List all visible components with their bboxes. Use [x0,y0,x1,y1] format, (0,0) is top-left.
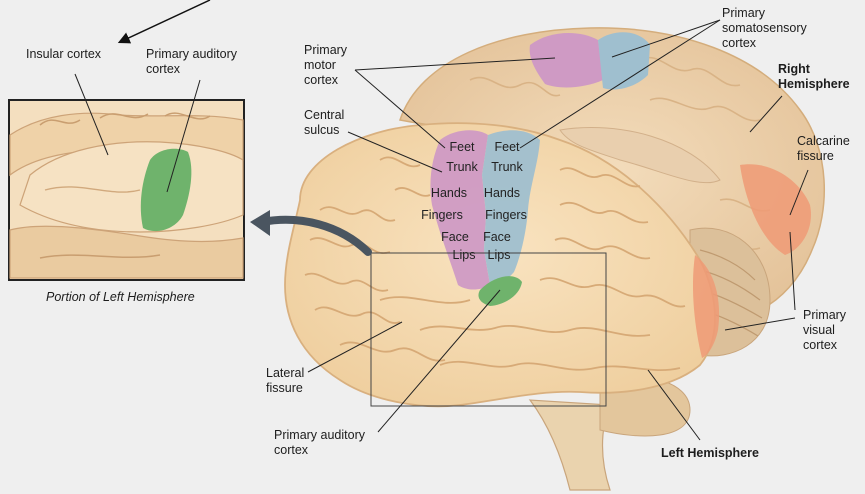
left-visual-region [692,255,720,358]
motor-region-feet: Feet [449,140,475,154]
right-somatosensory-region [598,32,650,90]
label-primary-auditory-inset: Primary auditory cortex [146,47,237,76]
sensory-region-face: Face [483,230,511,244]
sensory-region-feet: Feet [494,140,520,154]
sensory-region-trunk: Trunk [491,160,523,174]
left-hemisphere-gyri [304,156,686,372]
label-insular-cortex: Insular cortex [26,47,102,61]
label-calcarine-fissure: Calcarine fissure [797,134,850,163]
auditory-region [478,276,522,306]
zoom-arrow [258,215,372,256]
motor-region-lips: Lips [452,248,476,262]
motor-region-trunk: Trunk [446,160,478,174]
sensory-region-fingers: Fingers [485,208,527,222]
label-primary-visual-cortex: Primary visual cortex [803,308,847,352]
label-primary-auditory-main: Primary auditory cortex [274,428,365,457]
label-left-hemisphere: Left Hemisphere [661,446,759,460]
motor-region-face: Face [441,230,469,244]
motor-region-fingers: Fingers [421,208,463,222]
inset-source-box [370,252,607,407]
motor-region-hands: Hands [430,186,468,200]
calcarine-region [740,164,811,255]
sensory-region-lips: Lips [487,248,511,262]
motor-strip [430,130,490,290]
inset-auditory-region [140,148,192,232]
sensory-region-hands: Hands [483,186,521,200]
label-primary-motor-cortex: Primary motor cortex [304,43,348,87]
brainstem-shape [528,399,611,491]
right-motor-region [529,33,603,88]
label-right-hemisphere: Right Hemisphere [778,62,850,91]
caption-portion-left-hemisphere: Portion of Left Hemisphere [46,290,195,304]
label-central-sulcus: Central sulcus [304,108,345,137]
inset-gyri [9,112,244,279]
label-lateral-fissure: Lateral fissure [266,366,305,395]
label-primary-somatosensory-cortex: Primary somatosensory cortex [722,6,807,50]
leader-lines [74,19,809,441]
somatosensory-strip [482,130,540,286]
